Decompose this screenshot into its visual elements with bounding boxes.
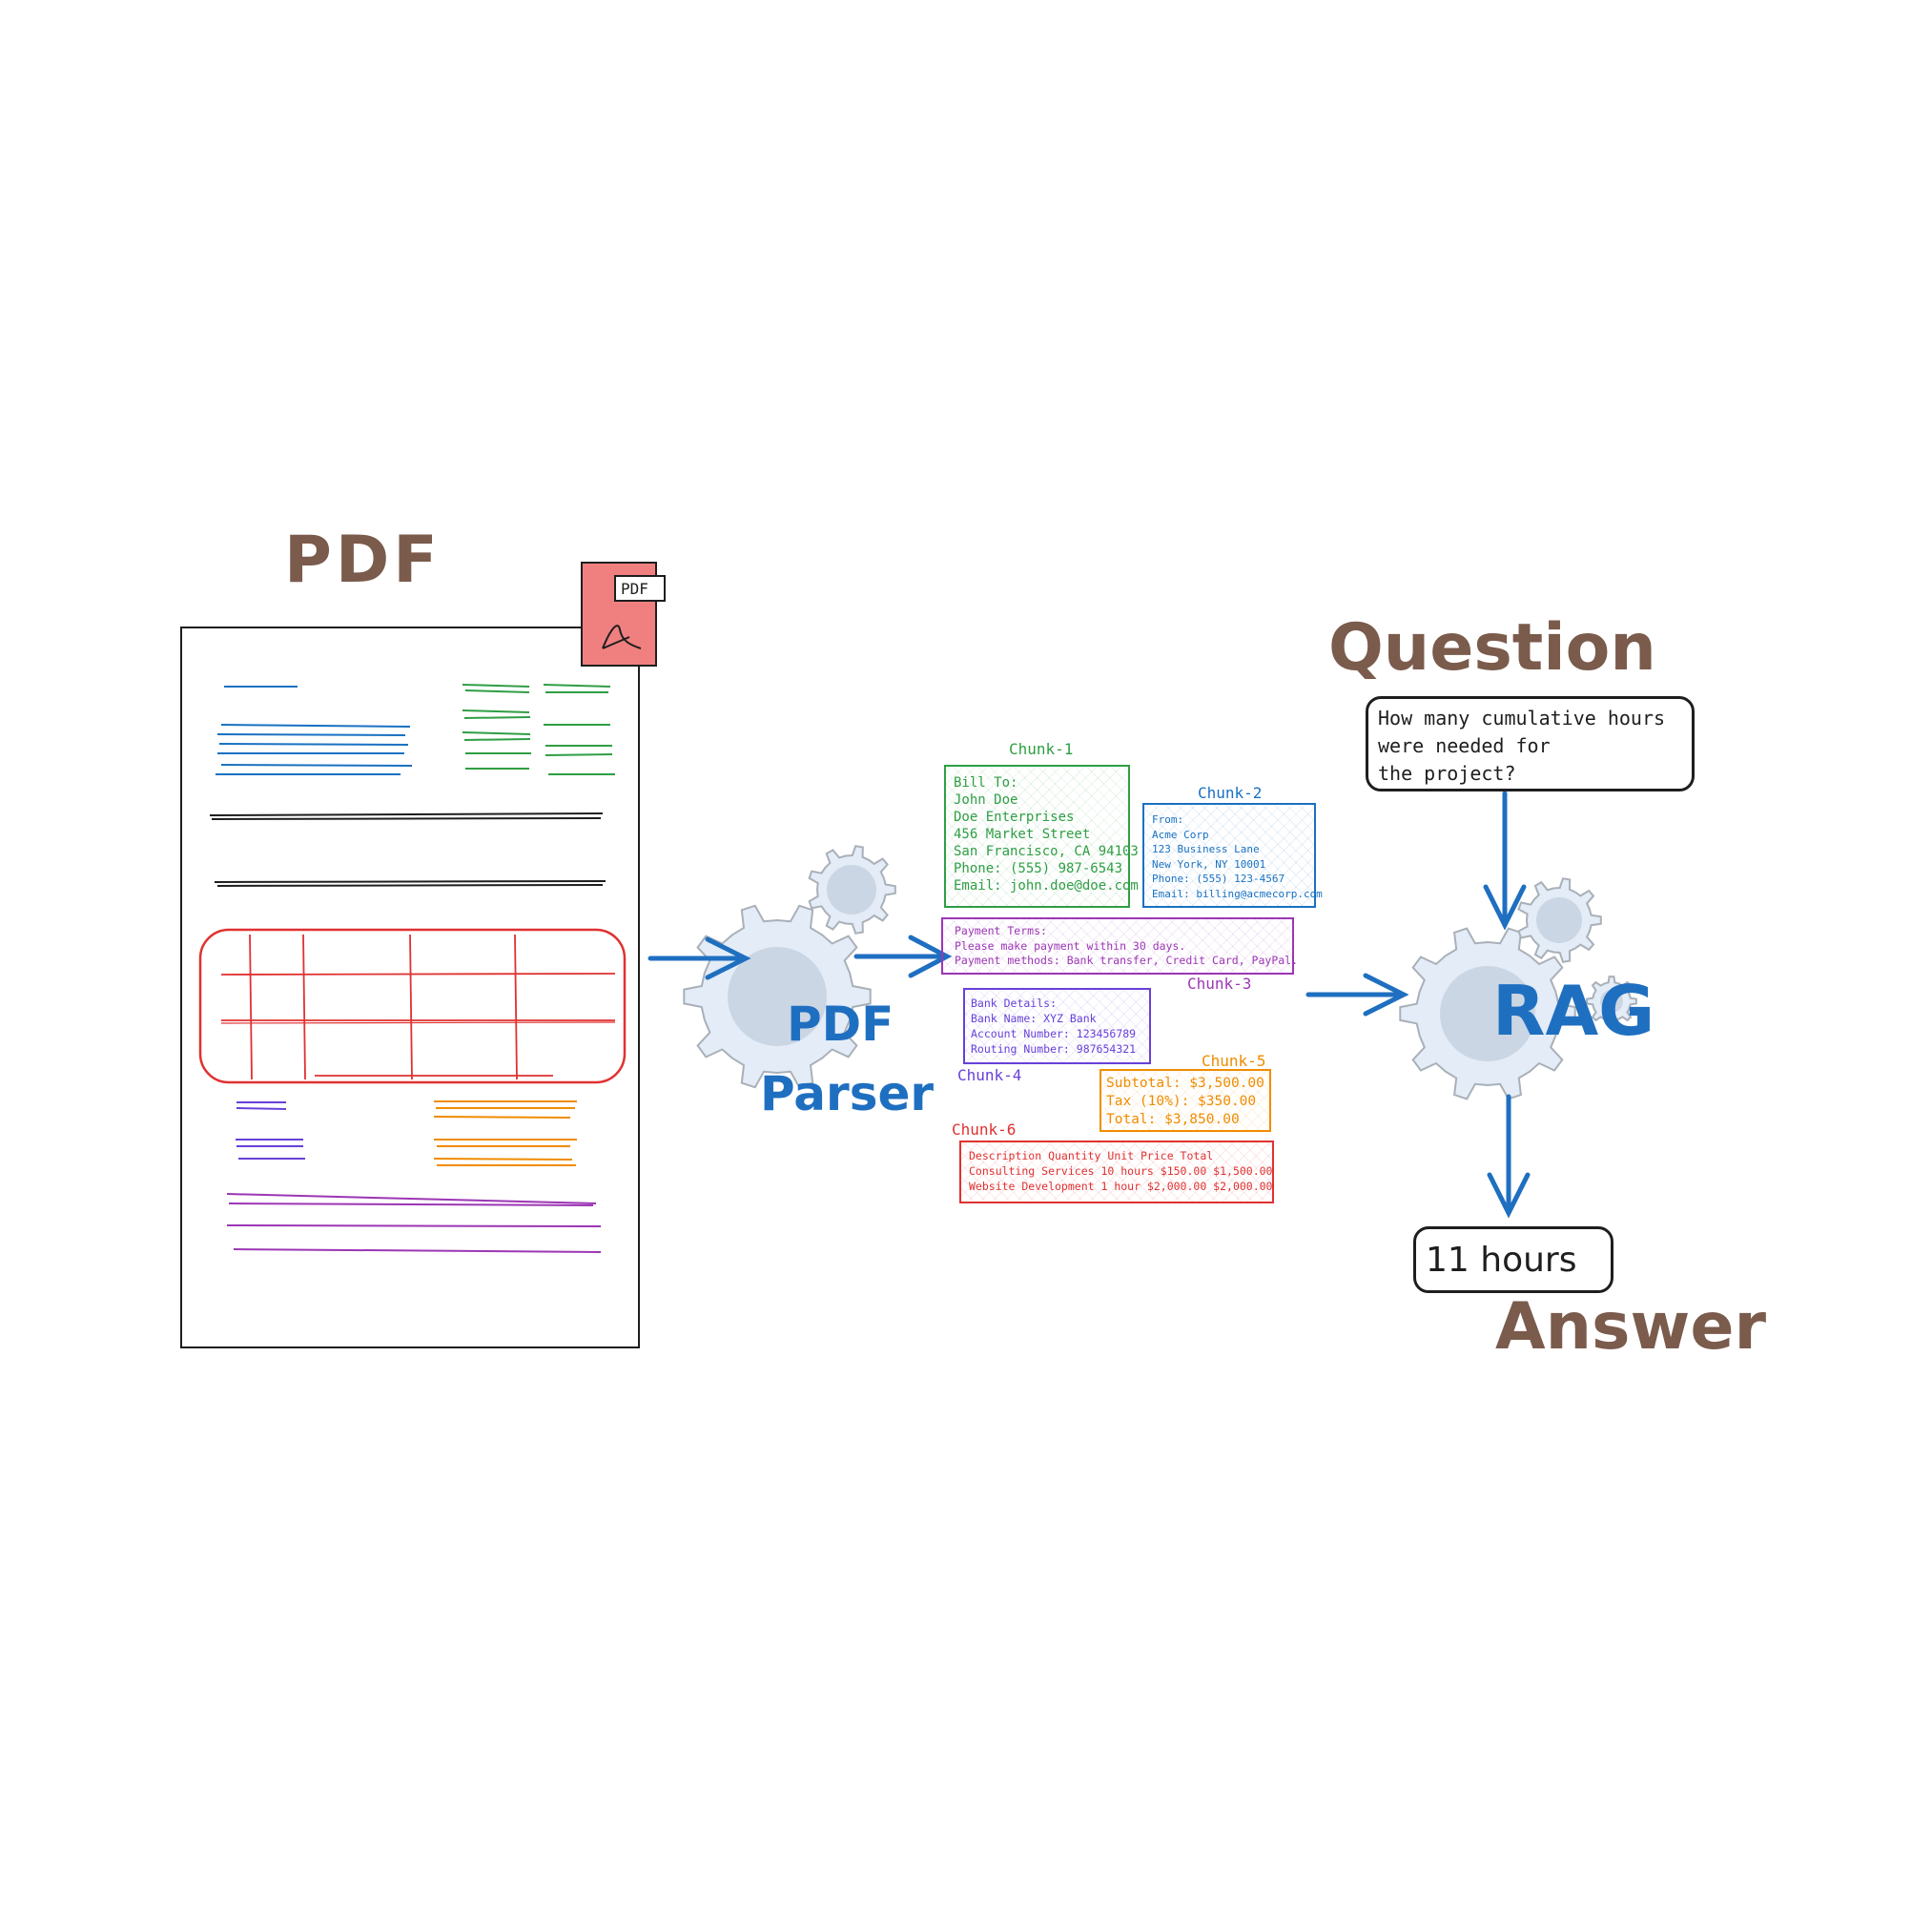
parser-label-line2: Parser (760, 1066, 935, 1121)
chunk-6-line: Description Quantity Unit Price Total (969, 1149, 1214, 1162)
answer-bubble: 11 hours (1413, 1226, 1613, 1293)
chunk-1-box: Bill To: John Doe Doe Enterprises 456 Ma… (944, 765, 1139, 908)
chunk-4-line: Bank Name: XYZ Bank (971, 1012, 1097, 1025)
chunk-6-label: Chunk-6 (952, 1120, 1017, 1139)
question-line-2: were needed for (1378, 734, 1551, 757)
arrow-question-to-rag (1483, 791, 1527, 931)
doc-lines-green (462, 684, 615, 775)
chunk-6-line: Website Development 1 hour $2,000.00 $2,… (969, 1180, 1273, 1193)
chunk-2-line: 123 Business Lane (1152, 843, 1260, 855)
pdf-file-icon (581, 562, 666, 667)
doc-lines-blue (216, 686, 413, 775)
chunk-4-label: Chunk-4 (957, 1066, 1022, 1084)
chunk-2-line: From: (1152, 813, 1184, 826)
question-bubble: How many cumulative hours were needed fo… (1366, 696, 1695, 791)
doc-separators (209, 812, 606, 887)
chunk-2-box: From: Acme Corp 123 Business Lane New Yo… (1142, 803, 1323, 908)
chunk-2-line: Acme Corp (1152, 828, 1209, 841)
arrow-pdf-to-parser (647, 936, 751, 980)
question-line-1: How many cumulative hours (1378, 707, 1666, 730)
pdf-title: PDF (284, 523, 442, 598)
arrows (647, 791, 1531, 1219)
parser-label-line1: PDF (787, 997, 894, 1052)
chunk-5-line: Subtotal: $3,500.00 (1106, 1076, 1264, 1091)
answer-value: 11 hours (1426, 1241, 1577, 1280)
question-title: Question (1328, 610, 1656, 686)
chunk-1-line: Bill To: (954, 775, 1018, 791)
chunk-3-line: Please make payment within 30 days. (955, 938, 1186, 953)
chunk-3-line: Payment methods: Bank transfer, Credit C… (955, 954, 1299, 967)
chunk-6-line: Consulting Services 10 hours $150.00 $1,… (969, 1164, 1273, 1178)
answer-title: Answer (1495, 1289, 1766, 1365)
chunk-2-line: New York, NY 10001 (1152, 857, 1266, 871)
rag-gear-tiny (1586, 976, 1637, 1027)
doc-table (198, 928, 627, 1084)
chunk-1-line: Phone: (555) 987-6543 (954, 861, 1123, 876)
chunk-2-line: Phone: (555) 123-4567 (1152, 873, 1285, 885)
chunk-3-box: Payment Terms: Please make payment withi… (941, 917, 1299, 975)
pdf-icon-label: PDF (621, 580, 648, 598)
chunk-5-label: Chunk-5 (1202, 1052, 1266, 1070)
chunk-1-line: San Francisco, CA 94103 (954, 844, 1139, 859)
chunk-5-line: Tax (10%): $350.00 (1106, 1094, 1257, 1109)
rag-gear-small (1517, 877, 1602, 963)
rag-label: RAG (1492, 971, 1655, 1051)
chunk-1-line: 456 Market Street (954, 827, 1091, 842)
chunk-5-box: Subtotal: $3,500.00 Tax (10%): $350.00 T… (1100, 1069, 1271, 1132)
chunk-5-line: Total: $3,850.00 (1106, 1112, 1240, 1127)
arrow-chunks-to-rag (1305, 973, 1409, 1017)
arrow-rag-to-answer (1487, 1094, 1531, 1219)
rag-gear-large (1399, 927, 1576, 1100)
question-line-3: the project? (1378, 762, 1516, 785)
chunk-4-line: Bank Details: (971, 997, 1058, 1010)
chunk-4-line: Routing Number: 987654321 (971, 1042, 1137, 1056)
doc-lines-purple (226, 1193, 602, 1253)
arrow-parser-to-chunks (853, 935, 953, 978)
parser-gear-small (808, 845, 896, 935)
chunk-3-label: Chunk-3 (1187, 975, 1252, 993)
chunk-3-line: Payment Terms: (955, 924, 1047, 937)
chunk-4-line: Account Number: 123456789 (971, 1027, 1137, 1040)
chunk-1-label: Chunk-1 (1009, 740, 1074, 758)
doc-lines-indigo (236, 1101, 305, 1160)
chunk-1-line: Email: john.doe@doe.com (954, 878, 1139, 894)
doc-lines-orange (433, 1100, 577, 1166)
chunk-1-line: Doe Enterprises (954, 810, 1075, 825)
chunk-2-label: Chunk-2 (1198, 784, 1263, 802)
chunk-2-line: Email: billing@acmecorp.com (1152, 887, 1323, 900)
chunk-1-line: John Doe (954, 792, 1018, 808)
chunk-4-box: Bank Details: Bank Name: XYZ Bank Accoun… (963, 988, 1151, 1064)
chunk-6-box: Description Quantity Unit Price Total Co… (959, 1141, 1274, 1203)
